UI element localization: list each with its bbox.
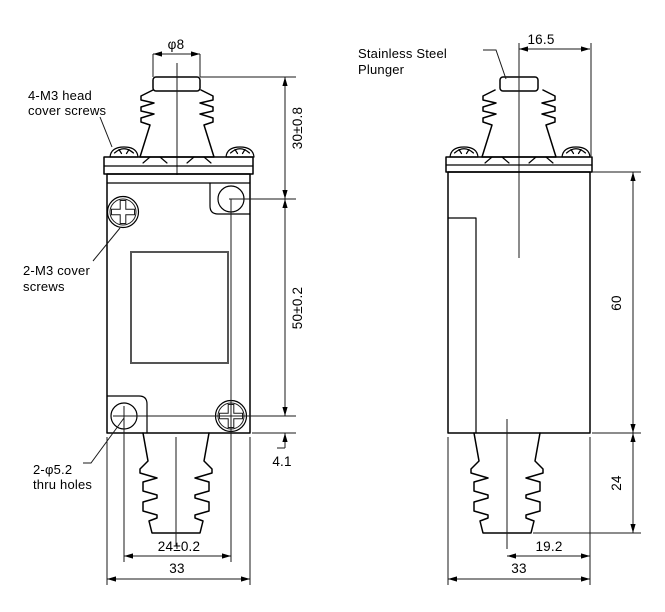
arrowhead (630, 433, 636, 442)
dim-plunger-offset: 16.5 (527, 32, 554, 47)
cover-screw-top-left (106, 195, 140, 229)
switch-body (106, 173, 251, 434)
dome-screw-detail (241, 148, 246, 155)
arrowhead (222, 553, 231, 559)
arrowhead (630, 424, 636, 433)
switch-body (447, 171, 591, 434)
dim-body-height: 60 (609, 295, 624, 310)
dim-boot-offset: 19.2 (535, 539, 562, 554)
side-view (445, 43, 593, 549)
head-cover-screw-right (561, 146, 591, 158)
arrowhead (448, 576, 457, 582)
side-view-dimensions: 16.5 Stainless Steel Plunger 60 24 19.2 … (358, 32, 641, 585)
label-thru-holes-line1: 2-φ5.2 (33, 462, 72, 477)
arrowhead (507, 553, 516, 559)
dome-screw-detail (570, 148, 575, 155)
dim-boot-length: 24 (609, 475, 624, 491)
dome-screw-detail (465, 148, 470, 155)
side-panel-edge (447, 217, 477, 434)
dome-screw-detail (234, 148, 239, 155)
dome-screw-detail (125, 148, 130, 155)
head-cover-screw-left (109, 146, 139, 158)
arrowhead (124, 553, 133, 559)
arrowhead (630, 172, 636, 181)
cap-chamfer-ticks (484, 156, 554, 164)
dome-screw-detail (229, 148, 251, 154)
arrowhead (519, 46, 528, 52)
chamfer-tick (484, 156, 493, 164)
arrowhead (191, 51, 200, 57)
label-plunger-line2: Plunger (358, 62, 405, 77)
arrowhead (107, 576, 116, 582)
arrowhead (241, 576, 250, 582)
hole-corner-outline (209, 182, 251, 215)
screw-outer-circle (106, 195, 140, 229)
dome-screw-detail (565, 148, 587, 154)
label-plunger-line1: Stainless Steel (358, 46, 447, 61)
dome-screw-detail (577, 148, 582, 155)
arrowhead (581, 46, 590, 52)
dome-screw-detail (118, 148, 123, 155)
arrowhead (282, 77, 288, 86)
chamfer-tick (203, 156, 212, 164)
dim-body-depth: 33 (511, 561, 526, 576)
arrowhead (282, 433, 288, 442)
dim-hole-spacing-vertical: 50±0.2 (290, 287, 305, 329)
dim-head-height: 30±0.8 (290, 107, 305, 149)
arrowhead (630, 524, 636, 533)
dome-screw-outline (449, 146, 479, 158)
hole-corner-outline (106, 395, 148, 434)
head-cover-screw-left (449, 146, 479, 158)
arrowhead (581, 576, 590, 582)
label-head-cover-screws-line2: cover screws (28, 103, 107, 118)
front-view (103, 63, 255, 546)
leader-line (99, 116, 113, 148)
dim-body-width: 33 (169, 561, 184, 576)
dome-screw-outline (109, 146, 139, 158)
dim-hole-spacing-horizontal: 24±0.2 (158, 539, 200, 554)
chamfer-tick (528, 156, 537, 164)
chamfer-tick (501, 156, 510, 164)
screw-inner-circle (109, 198, 137, 226)
screw-cross-slot (219, 404, 243, 428)
dome-screw-outline (561, 146, 591, 158)
dim-plunger-diameter: φ8 (168, 37, 185, 52)
dome-screw-detail (113, 148, 135, 154)
chamfer-tick (545, 156, 554, 164)
dome-screw-outline (225, 146, 255, 158)
screw-cross-slot (111, 200, 135, 224)
front-view-dimensions: φ8 30±0.8 50±0.2 4.1 24±0.2 33 4-M3 (23, 37, 305, 585)
label-head-cover-screws-line1: 4-M3 head (28, 88, 92, 103)
leader-line (483, 49, 507, 80)
label-cover-screws-line2: screws (23, 279, 65, 294)
chamfer-tick (186, 156, 195, 164)
cap-chamfer-ticks (142, 156, 212, 164)
dim-hole-to-bottom: 4.1 (272, 454, 291, 469)
label-cover-screws-line1: 2-M3 cover (23, 263, 90, 278)
cover-plate-window (130, 251, 229, 364)
chamfer-tick (159, 156, 168, 164)
head-cover-screw-right (225, 146, 255, 158)
arrowhead (282, 407, 288, 416)
leader-line (83, 417, 125, 464)
dome-screw-detail (453, 148, 475, 154)
dome-screw-detail (458, 148, 463, 155)
arrowhead (581, 553, 590, 559)
arrowhead (282, 199, 288, 208)
leader-line (92, 227, 121, 262)
arrowhead (282, 190, 288, 199)
label-thru-holes-line2: thru holes (33, 477, 92, 492)
chamfer-tick (142, 156, 151, 164)
arrowhead (153, 51, 162, 57)
